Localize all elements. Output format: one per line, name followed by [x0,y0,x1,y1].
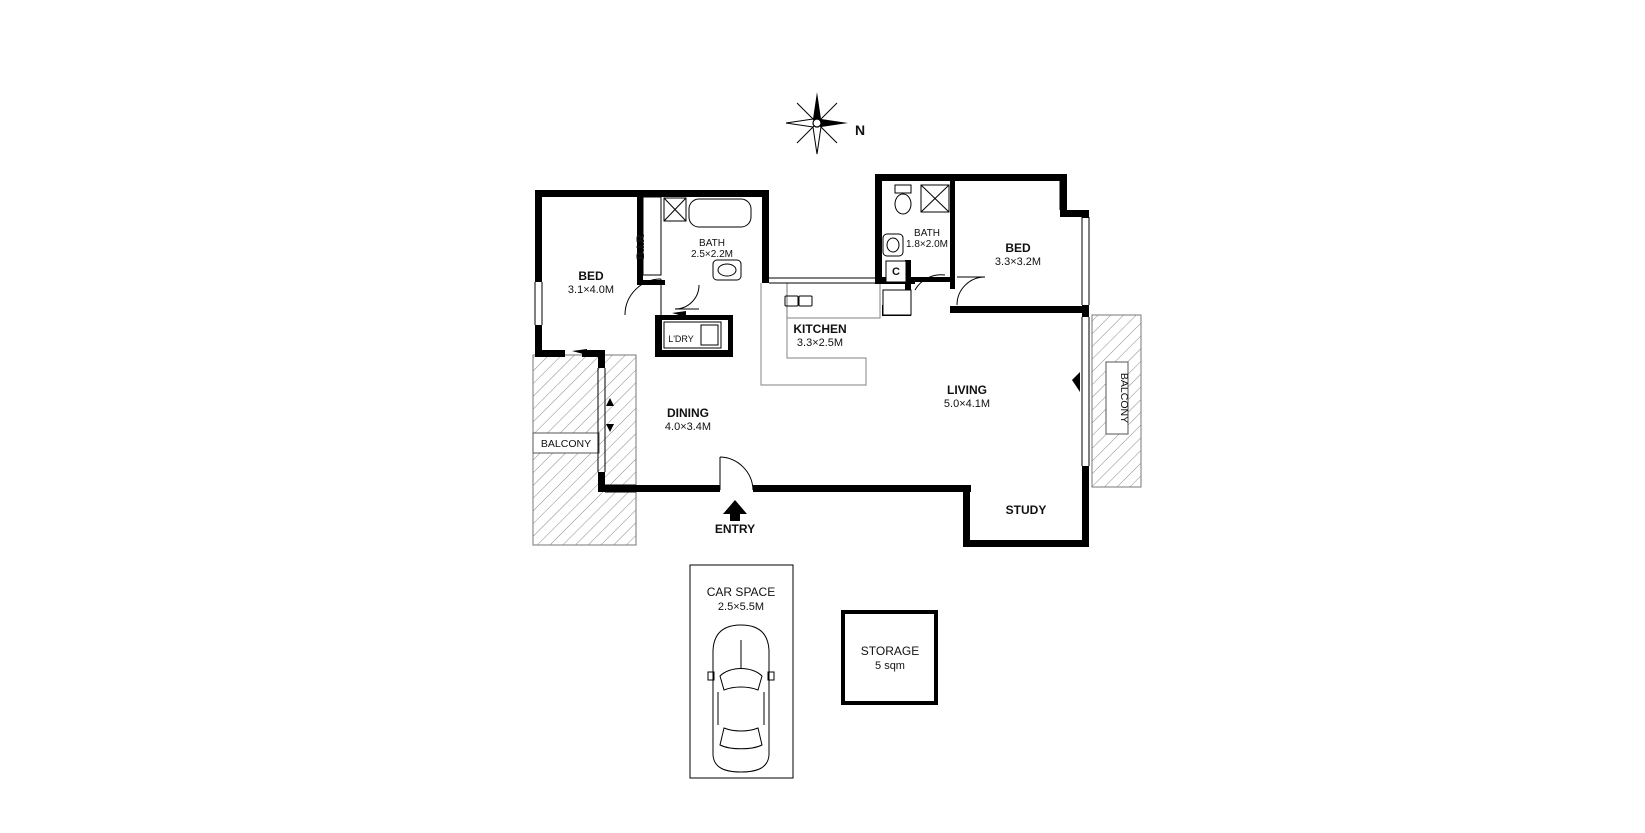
living-label: LIVING [947,383,987,397]
bath2-size: 1.8×2.0M [906,239,948,250]
car-space-size: 2.5×5.5M [718,601,764,613]
bed1-label: BED [578,269,604,283]
storage-size: 5 sqm [875,660,905,672]
bed2-label: BED [1005,241,1031,255]
car-icon [707,624,775,773]
bath1-size: 2.5×2.2M [691,249,733,260]
storage-label: STORAGE [861,644,919,658]
laundry-label: L'DRY [668,334,694,344]
balcony-left-label: BALCONY [541,438,591,450]
balcony-right-label-box [1105,361,1129,435]
car-space-outline [689,564,794,779]
storage-outline [841,610,938,705]
dining-label: DINING [667,406,709,420]
balcony-left-label-box [532,432,600,454]
compass-label: N [855,122,865,138]
kitchen-counter [760,283,881,386]
car-space-label: CAR SPACE [707,585,775,599]
balcony-right-label: BALCONY [1118,373,1130,423]
bed1-size: 3.1×4.0M [568,284,614,296]
doors [572,274,1080,491]
entry-arrow-icon [723,500,747,521]
living-size: 5.0×4.1M [944,398,990,410]
windows [534,181,1090,493]
bed2-size: 3.3×3.2M [995,256,1041,268]
dining-size: 4.0×3.4M [665,421,711,433]
kitchen-label: KITCHEN [793,322,846,336]
fixtures [642,184,950,349]
study-label: STUDY [1006,503,1047,517]
bath2-label: BATH [914,228,940,239]
cupboard-label: C [892,266,900,278]
compass-icon [785,92,848,155]
bir-label: B.I.R [635,234,647,259]
kitchen-size: 3.3×2.5M [797,337,843,349]
entry-label: ENTRY [715,522,755,536]
bath1-label: BATH [699,238,725,249]
